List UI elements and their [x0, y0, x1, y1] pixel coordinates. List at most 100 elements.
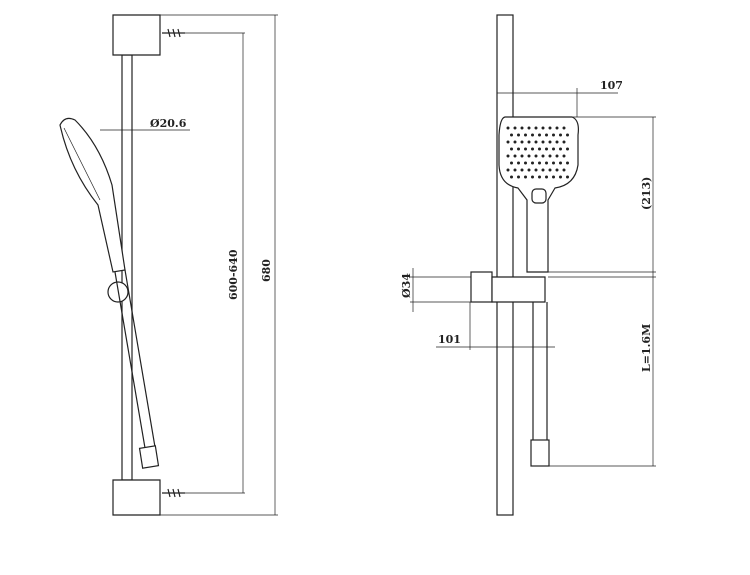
- nozzle-dot: [552, 133, 555, 137]
- nozzle-dot: [541, 140, 545, 144]
- nozzle-dot: [534, 140, 538, 144]
- nozzle-dot: [562, 126, 566, 130]
- nozzle-dot: [517, 161, 520, 165]
- nozzle-dot: [541, 126, 545, 130]
- nozzle-dot: [541, 168, 545, 172]
- nozzle-dot: [552, 161, 555, 165]
- nozzle-pattern: [506, 126, 569, 179]
- nozzle-dot: [524, 175, 527, 179]
- holder-ring: [491, 276, 546, 303]
- holder-block: [470, 271, 493, 303]
- nozzle-dot: [555, 154, 559, 158]
- head-height-label: (213): [640, 177, 653, 210]
- nozzle-dot: [513, 168, 517, 172]
- nozzle-dot: [524, 161, 527, 165]
- nozzle-dot: [513, 140, 517, 144]
- nozzle-dot: [510, 147, 513, 151]
- holder-projection-label: 101: [438, 333, 461, 346]
- nozzle-dot: [555, 140, 559, 144]
- nozzle-dot: [545, 133, 548, 137]
- head-depth-dimension: [496, 85, 618, 117]
- total-height-label: 680: [260, 259, 273, 282]
- nozzle-dot: [531, 175, 534, 179]
- nozzle-dot: [510, 133, 513, 137]
- nozzle-dot: [562, 168, 566, 172]
- nozzle-dot: [555, 126, 559, 130]
- nozzle-dot: [534, 126, 538, 130]
- nozzle-dot: [517, 175, 520, 179]
- nozzle-dot: [527, 140, 531, 144]
- nozzle-dot: [552, 147, 555, 151]
- nozzle-dot: [510, 175, 513, 179]
- nozzle-dot: [559, 175, 562, 179]
- nozzle-dot: [548, 126, 552, 130]
- nozzle-dot: [524, 147, 527, 151]
- nozzle-dot: [506, 154, 510, 158]
- nozzle-dot: [531, 161, 534, 165]
- nozzle-dot: [559, 133, 562, 137]
- bracket-spacing-label: 600-640: [227, 249, 240, 300]
- nozzle-dot: [566, 133, 569, 137]
- nozzle-dot: [534, 154, 538, 158]
- nozzle-dot: [517, 133, 520, 137]
- nozzle-dot: [548, 168, 552, 172]
- slide-rail-rod-front: [496, 14, 514, 516]
- bracket-spacing-dimension: [185, 32, 245, 494]
- nozzle-dot: [520, 140, 524, 144]
- nozzle-dot: [531, 147, 534, 151]
- nozzle-dot: [538, 133, 541, 137]
- nozzle-dot: [520, 126, 524, 130]
- height-dimensions: [540, 116, 656, 467]
- spray-button: [531, 188, 547, 204]
- nozzle-dot: [545, 175, 548, 179]
- total-height-dimension: [160, 14, 278, 516]
- nozzle-dot: [566, 147, 569, 151]
- nozzle-dot: [548, 154, 552, 158]
- holder-projection-dimension: [436, 302, 555, 350]
- nozzle-dot: [566, 175, 569, 179]
- nozzle-dot: [534, 168, 538, 172]
- hose-end-cap-front: [530, 439, 550, 467]
- nozzle-dot: [510, 161, 513, 165]
- rod-diameter-label: Ø20.6: [150, 117, 187, 130]
- top-screw-icon: [162, 28, 185, 38]
- nozzle-dot: [548, 140, 552, 144]
- nozzle-dot: [545, 147, 548, 151]
- hose-length-label: L=1.6M: [640, 324, 653, 372]
- bottom-bracket: [112, 479, 161, 516]
- shower-hose-front: [532, 302, 548, 440]
- nozzle-dot: [524, 133, 527, 137]
- nozzle-dot: [527, 154, 531, 158]
- nozzle-dot: [513, 126, 517, 130]
- nozzle-dot: [531, 133, 534, 137]
- holder-diameter-label: Ø34: [400, 273, 413, 298]
- nozzle-dot: [541, 154, 545, 158]
- nozzle-dot: [555, 168, 559, 172]
- head-depth-label: 107: [600, 79, 623, 92]
- shower-hose: [114, 269, 156, 449]
- nozzle-dot: [538, 175, 541, 179]
- nozzle-dot: [513, 154, 517, 158]
- nozzle-dot: [517, 147, 520, 151]
- nozzle-dot: [520, 168, 524, 172]
- nozzle-dot: [552, 175, 555, 179]
- hose-end-cap: [138, 445, 160, 469]
- top-bracket: [112, 14, 161, 56]
- nozzle-dot: [527, 126, 531, 130]
- bottom-screw-icon: [162, 488, 185, 498]
- holder-diameter-dimension: [410, 268, 471, 312]
- nozzle-dot: [527, 168, 531, 172]
- nozzle-dot: [566, 161, 569, 165]
- nozzle-dot: [562, 140, 566, 144]
- nozzle-dot: [538, 147, 541, 151]
- nozzle-dot: [559, 147, 562, 151]
- nozzle-dot: [559, 161, 562, 165]
- hand-shower-side: [59, 117, 126, 273]
- right-view: 107 (213) L=1.6M Ø34 101: [400, 14, 656, 516]
- nozzle-dot: [545, 161, 548, 165]
- nozzle-dot: [562, 154, 566, 158]
- nozzle-dot: [506, 140, 510, 144]
- left-view: 600-640 680 Ø20.6: [59, 14, 278, 516]
- nozzle-dot: [520, 154, 524, 158]
